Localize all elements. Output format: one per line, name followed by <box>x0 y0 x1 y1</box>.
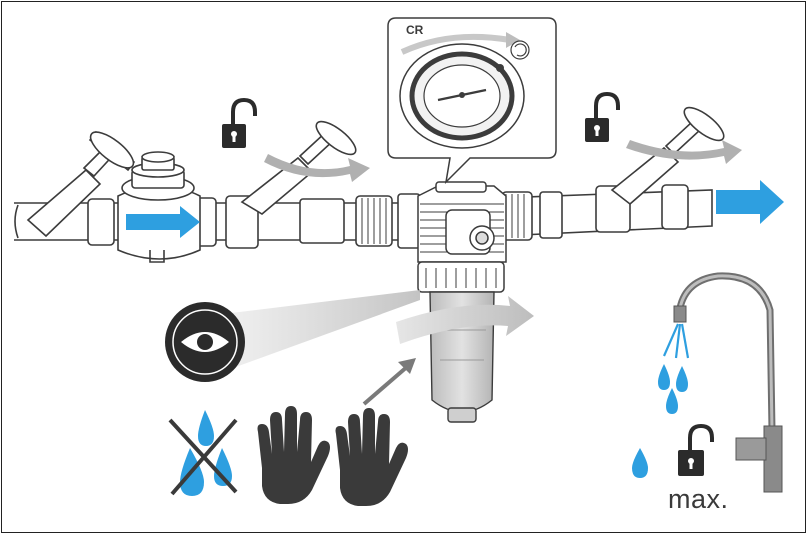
dial-brand-label: CR <box>406 23 424 37</box>
faucet-water-stream <box>664 324 688 358</box>
unlock-icon-tap <box>678 426 712 476</box>
water-meter <box>118 152 200 262</box>
water-drop-icon <box>632 448 648 478</box>
filter-head <box>418 182 506 292</box>
no-water-icon <box>170 410 236 496</box>
unlock-icon-right <box>585 94 618 142</box>
unlock-icon-left <box>222 100 255 148</box>
pointer-arrow <box>364 358 416 404</box>
dial-callout: CR <box>388 18 556 182</box>
hand-icon-left <box>258 406 331 504</box>
flow-arrow-out <box>716 180 784 224</box>
faucet-water-drops <box>658 364 688 414</box>
max-label: max. <box>668 484 729 515</box>
hand-icon-right <box>336 408 409 506</box>
eye-icon <box>165 302 245 382</box>
